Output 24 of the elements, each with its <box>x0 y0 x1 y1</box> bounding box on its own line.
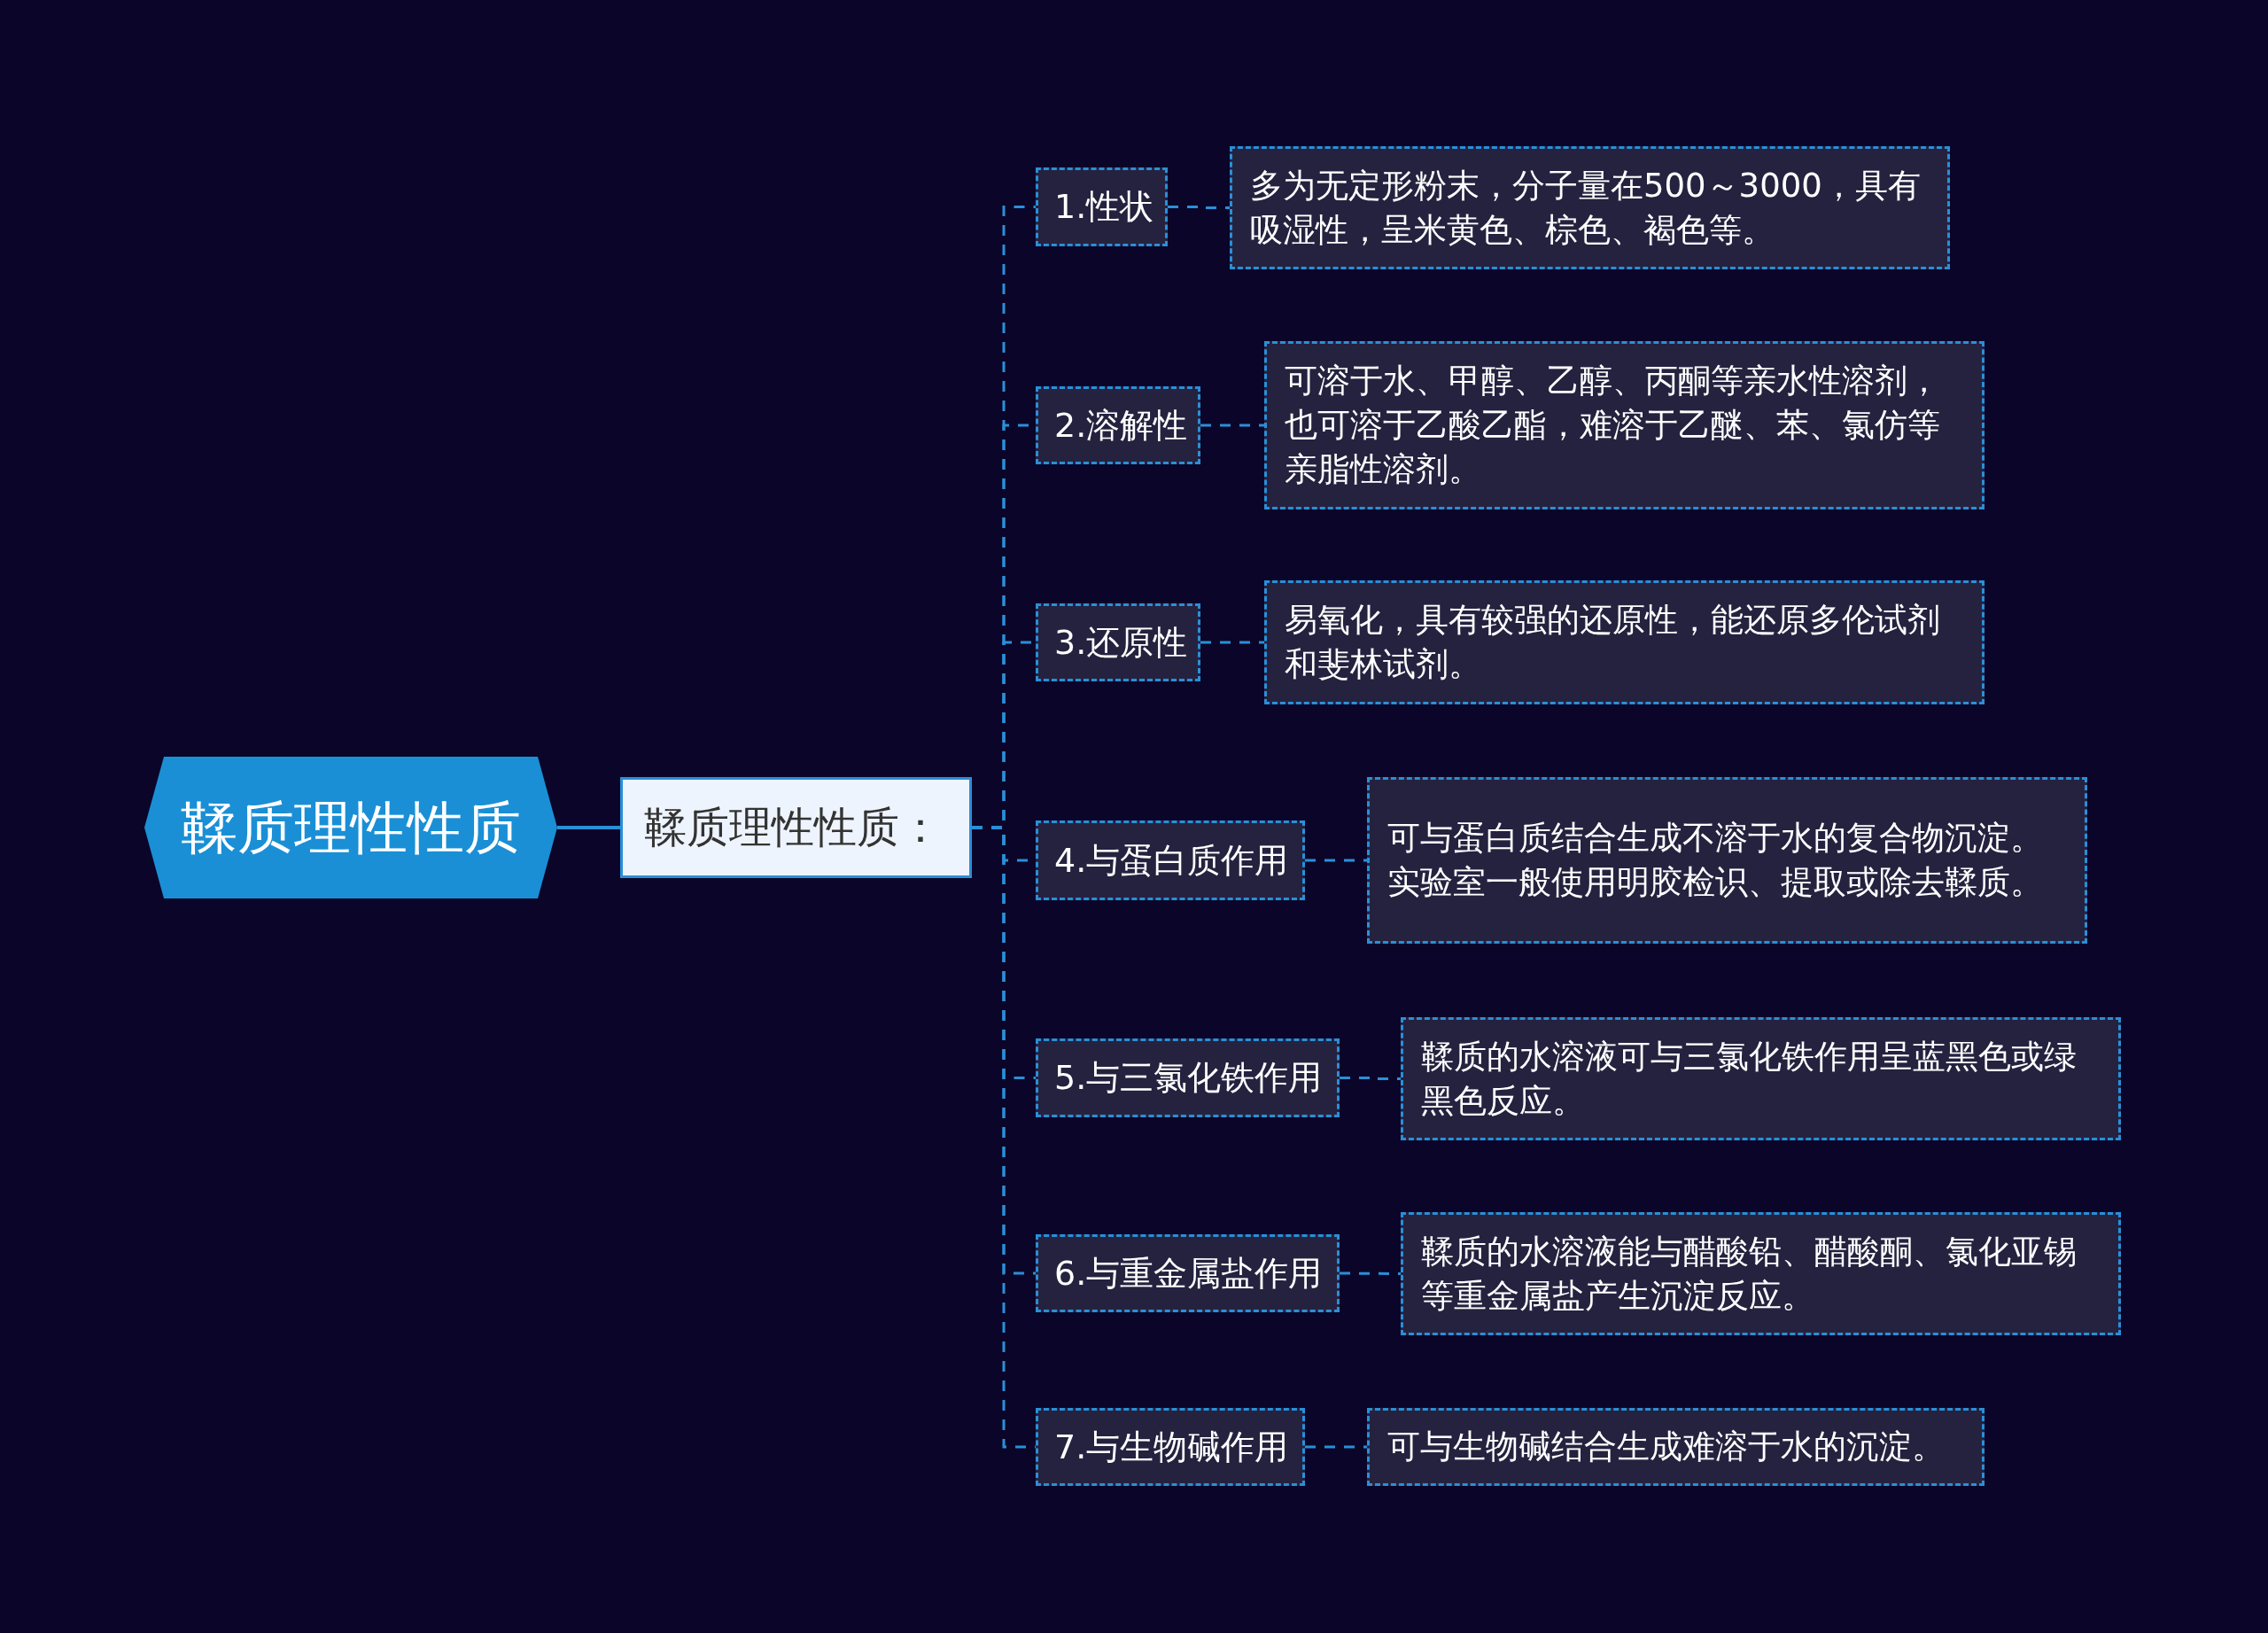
description-box: 易氧化，具有较强的还原性，能还原多伦试剂和斐林试剂。 <box>1264 580 1984 704</box>
category-box: 7.与生物碱作用 <box>1036 1408 1305 1486</box>
description-box: 鞣质的水溶液可与三氯化铁作用呈蓝黑色或绿黑色反应。 <box>1401 1017 2121 1140</box>
category-box: 3.还原性 <box>1036 603 1200 681</box>
category-box: 2.溶解性 <box>1036 386 1200 464</box>
connector <box>1168 206 1230 209</box>
connector <box>1305 859 1367 862</box>
description-box: 可与生物碱结合生成难溶于水的沉淀。 <box>1367 1408 1984 1486</box>
description-box: 鞣质的水溶液能与醋酸铅、醋酸酮、氯化亚锡等重金属盐产生沉淀反应。 <box>1401 1212 2121 1335</box>
connector <box>557 826 620 829</box>
category-box: 5.与三氯化铁作用 <box>1036 1038 1340 1117</box>
description-box: 可与蛋白质结合生成不溶于水的复合物沉淀。实验室一般使用明胶检识、提取或除去鞣质。 <box>1367 777 2087 944</box>
category-box: 1.性状 <box>1036 167 1168 246</box>
description-box: 可溶于水、甲醇、乙醇、丙酮等亲水性溶剂，也可溶于乙酸乙酯，难溶于乙醚、苯、氯仿等亲脂性溶剂。 <box>1264 341 1984 509</box>
connector <box>1200 424 1264 427</box>
subtopic-box: 鞣质理性性质： <box>620 777 972 878</box>
category-box: 6.与重金属盐作用 <box>1036 1234 1340 1312</box>
topic-hexagon: 鞣质理性性质 <box>144 757 557 898</box>
connector <box>1305 1445 1367 1449</box>
connector <box>1340 1077 1401 1080</box>
category-box: 4.与蛋白质作用 <box>1036 820 1305 900</box>
description-box: 多为无定形粉末，分子量在500～3000，具有吸湿性，呈米黄色、棕色、褐色等。 <box>1230 146 1950 269</box>
connector <box>1340 1271 1401 1275</box>
connector <box>1200 641 1264 644</box>
